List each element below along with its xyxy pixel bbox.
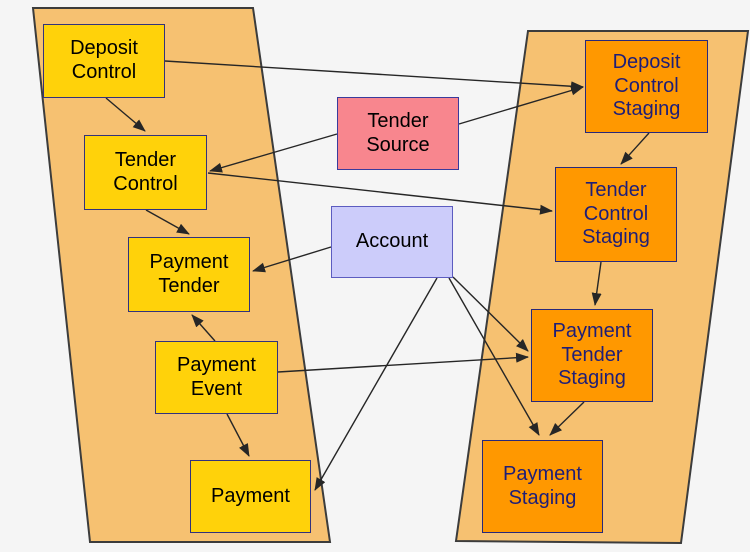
edge-payment-event-to-payment-tender-staging	[277, 352, 529, 373]
edge-tender-control-staging-to-payment-tender-staging	[591, 261, 602, 306]
edge-payment-tender-staging-to-payment-staging	[549, 401, 585, 436]
edge-account-to-payment-tender-staging	[452, 276, 529, 352]
edge-tender-source-to-tender-control	[209, 133, 338, 173]
edge-account-to-payment-tender	[252, 246, 332, 273]
source-funnel-shape	[31, 7, 332, 543]
edge-payment-event-to-payment-tender	[191, 314, 216, 342]
edge-payment-event-to-payment	[226, 413, 250, 457]
edge-deposit-control-to-tender-control	[105, 97, 146, 132]
edge-tender-control-to-tender-control-staging	[207, 172, 553, 215]
edge-deposit-control-staging-to-tender-control-staging	[620, 132, 650, 165]
edge-account-to-payment	[314, 277, 438, 491]
edge-tender-control-to-payment-tender	[145, 209, 190, 235]
edge-deposit-control-to-deposit-control-staging	[164, 60, 584, 92]
staging-funnel-shape	[454, 30, 750, 545]
edge-tender-source-to-deposit-control-staging	[458, 85, 584, 125]
edge-account-to-payment-staging	[448, 277, 540, 436]
